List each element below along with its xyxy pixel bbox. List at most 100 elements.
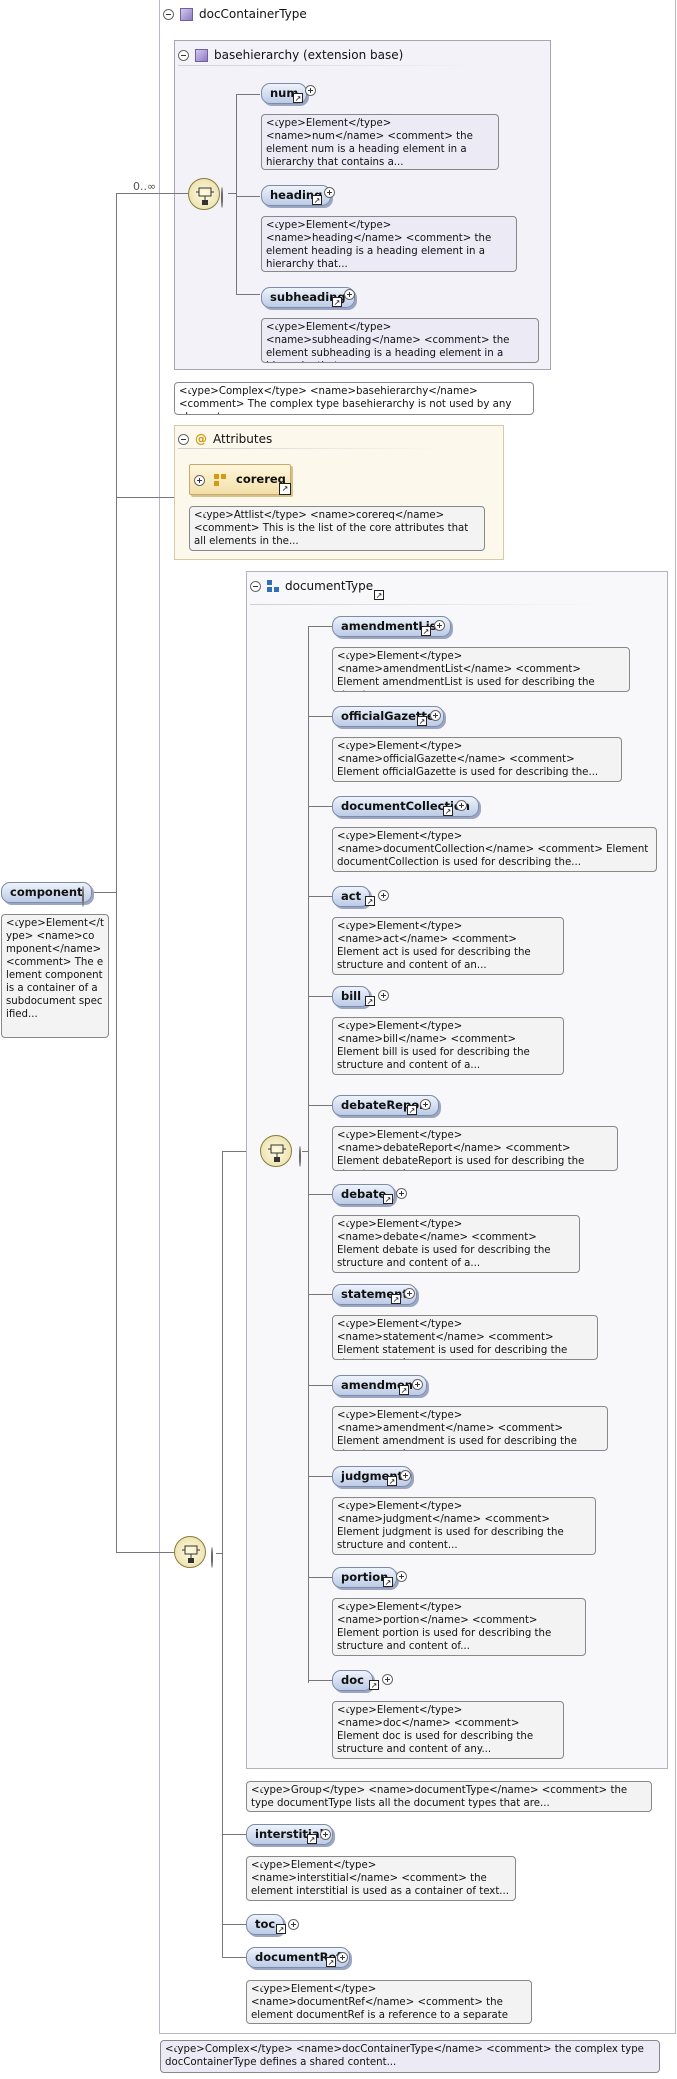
- collapse-icon[interactable]: [211, 1547, 213, 1568]
- doc-corereq: <type>Attlist</type> <name>corereq</name…: [189, 506, 485, 551]
- cardinality-label: 0..∞: [133, 180, 157, 193]
- reference-icon[interactable]: ↗: [407, 1105, 417, 1115]
- expand-icon[interactable]: [378, 890, 389, 901]
- element-officialGazette[interactable]: officialGazette: [332, 706, 444, 727]
- expand-icon[interactable]: [324, 187, 335, 198]
- reference-icon[interactable]: ↗: [417, 716, 427, 726]
- doc-bill: <type>Element</type> <name>bill</name> <…: [332, 1017, 564, 1075]
- reference-icon[interactable]: ↗: [369, 1680, 379, 1690]
- element-bill[interactable]: bill: [332, 986, 371, 1007]
- complex-type-icon: [180, 7, 193, 21]
- collapse-icon[interactable]: [82, 886, 84, 907]
- doc-num: <type>Element</type> <name>num</name> <c…: [261, 114, 499, 170]
- expand-icon[interactable]: [344, 289, 355, 300]
- expand-icon[interactable]: [404, 1288, 415, 1299]
- header-divider: [178, 65, 478, 66]
- doc-document-type: <type>Group</type> <name>documentType</n…: [246, 1781, 652, 1812]
- element-toc[interactable]: toc: [246, 1914, 285, 1935]
- element-name: amendmentList: [341, 619, 443, 633]
- doc-statement: <type>Element</type> <name>statement</na…: [332, 1315, 598, 1360]
- element-name: subheading: [270, 290, 346, 304]
- element-debate[interactable]: debate: [332, 1184, 396, 1205]
- attribute-group-icon: [214, 474, 227, 486]
- expand-icon[interactable]: [396, 1571, 407, 1582]
- expand-icon[interactable]: [412, 1379, 423, 1390]
- element-name: act: [341, 889, 362, 903]
- reference-icon[interactable]: ↗: [443, 806, 453, 816]
- element-portion[interactable]: portion: [332, 1567, 398, 1588]
- attributes-title: Attributes: [213, 432, 273, 446]
- collapse-icon[interactable]: [250, 580, 261, 592]
- reference-icon[interactable]: ↗: [383, 1577, 393, 1587]
- collapse-icon[interactable]: [163, 8, 174, 20]
- reference-icon[interactable]: ↗: [312, 195, 322, 205]
- reference-icon[interactable]: ↗: [276, 1924, 286, 1934]
- reference-icon[interactable]: ↗: [293, 93, 303, 103]
- element-act[interactable]: act: [332, 886, 371, 907]
- element-documentRef[interactable]: documentRef: [246, 1947, 351, 1968]
- document-type-title: documentType: [285, 579, 374, 593]
- doc-container-header: docContainerType: [163, 7, 307, 21]
- doc-judgment: <type>Element</type> <name>judgment</nam…: [332, 1497, 596, 1555]
- element-name: documentRef: [255, 1950, 342, 1964]
- expand-icon[interactable]: [396, 1188, 407, 1199]
- reference-icon[interactable]: ↗: [383, 1194, 393, 1204]
- collapse-icon[interactable]: [178, 49, 189, 61]
- reference-icon[interactable]: ↗: [421, 626, 431, 636]
- document-type-header: documentType: [250, 579, 373, 593]
- element-name: officialGazette: [341, 709, 435, 723]
- expand-icon[interactable]: [305, 85, 316, 96]
- element-component[interactable]: component: [1, 882, 92, 903]
- header-divider: [250, 604, 600, 605]
- doc-doc-container: <type>Complex</type> <name>docContainerT…: [160, 2040, 660, 2073]
- element-name: documentCollection: [341, 799, 470, 813]
- expand-icon[interactable]: [434, 620, 445, 631]
- doc-documentRef: <type>Element</type> <name>documentRef</…: [246, 1980, 532, 2024]
- expand-icon[interactable]: [456, 800, 467, 811]
- expand-icon[interactable]: [288, 1919, 299, 1930]
- element-name: bill: [341, 989, 362, 1003]
- collapse-icon[interactable]: [178, 433, 189, 445]
- element-name: toc: [255, 1917, 276, 1931]
- header-divider: [178, 448, 438, 449]
- expand-icon[interactable]: [337, 1952, 348, 1963]
- element-documentCollection[interactable]: documentCollection: [332, 796, 479, 817]
- reference-icon[interactable]: ↗: [387, 1476, 397, 1486]
- choice-compositor-icon: [260, 1135, 292, 1167]
- doc-amendment: <type>Element</type> <name>amendment</na…: [332, 1406, 608, 1451]
- doc-subheading: <type>Element</type> <name>subheading</n…: [261, 318, 539, 363]
- collapse-icon[interactable]: [221, 187, 223, 208]
- element-doc[interactable]: doc: [332, 1670, 373, 1691]
- reference-icon[interactable]: ↗: [307, 1834, 317, 1844]
- element-name: component: [10, 885, 83, 899]
- reference-icon[interactable]: ↗: [365, 996, 375, 1006]
- attribute-icon: @: [195, 432, 207, 446]
- element-name: portion: [341, 1570, 389, 1584]
- expand-icon[interactable]: [430, 710, 441, 721]
- expand-icon[interactable]: [194, 475, 205, 486]
- reference-icon[interactable]: ↗: [374, 590, 384, 600]
- expand-icon[interactable]: [378, 990, 389, 1001]
- doc-debateReport: <type>Element</type> <name>debateReport<…: [332, 1126, 618, 1171]
- doc-officialGazette: <type>Element</type> <name>officialGazet…: [332, 737, 622, 782]
- expand-icon[interactable]: [320, 1829, 331, 1840]
- expand-icon[interactable]: [420, 1099, 431, 1110]
- collapse-icon[interactable]: [299, 1146, 301, 1167]
- element-name: num: [270, 86, 299, 100]
- element-name: heading: [270, 188, 323, 202]
- expand-icon[interactable]: [400, 1470, 411, 1481]
- reference-icon[interactable]: ↗: [332, 297, 342, 307]
- reference-icon[interactable]: ↗: [391, 1294, 401, 1304]
- attribute-group-name: corereq: [236, 472, 286, 486]
- doc-portion: <type>Element</type> <name>portion</name…: [332, 1598, 586, 1656]
- reference-icon[interactable]: ↗: [399, 1385, 409, 1395]
- expand-icon[interactable]: [382, 1674, 393, 1685]
- reference-icon[interactable]: ↗: [326, 1957, 336, 1967]
- doc-container-title: docContainerType: [199, 7, 307, 21]
- reference-icon[interactable]: ↗: [365, 896, 375, 906]
- doc-debate: <type>Element</type> <name>debate</name>…: [332, 1215, 580, 1273]
- element-name: doc: [341, 1673, 364, 1687]
- reference-icon[interactable]: ↗: [279, 483, 291, 495]
- attribute-group-corereq[interactable]: corereq ↗: [189, 464, 291, 495]
- doc-doc: <type>Element</type> <name>doc</name> <c…: [332, 1701, 564, 1759]
